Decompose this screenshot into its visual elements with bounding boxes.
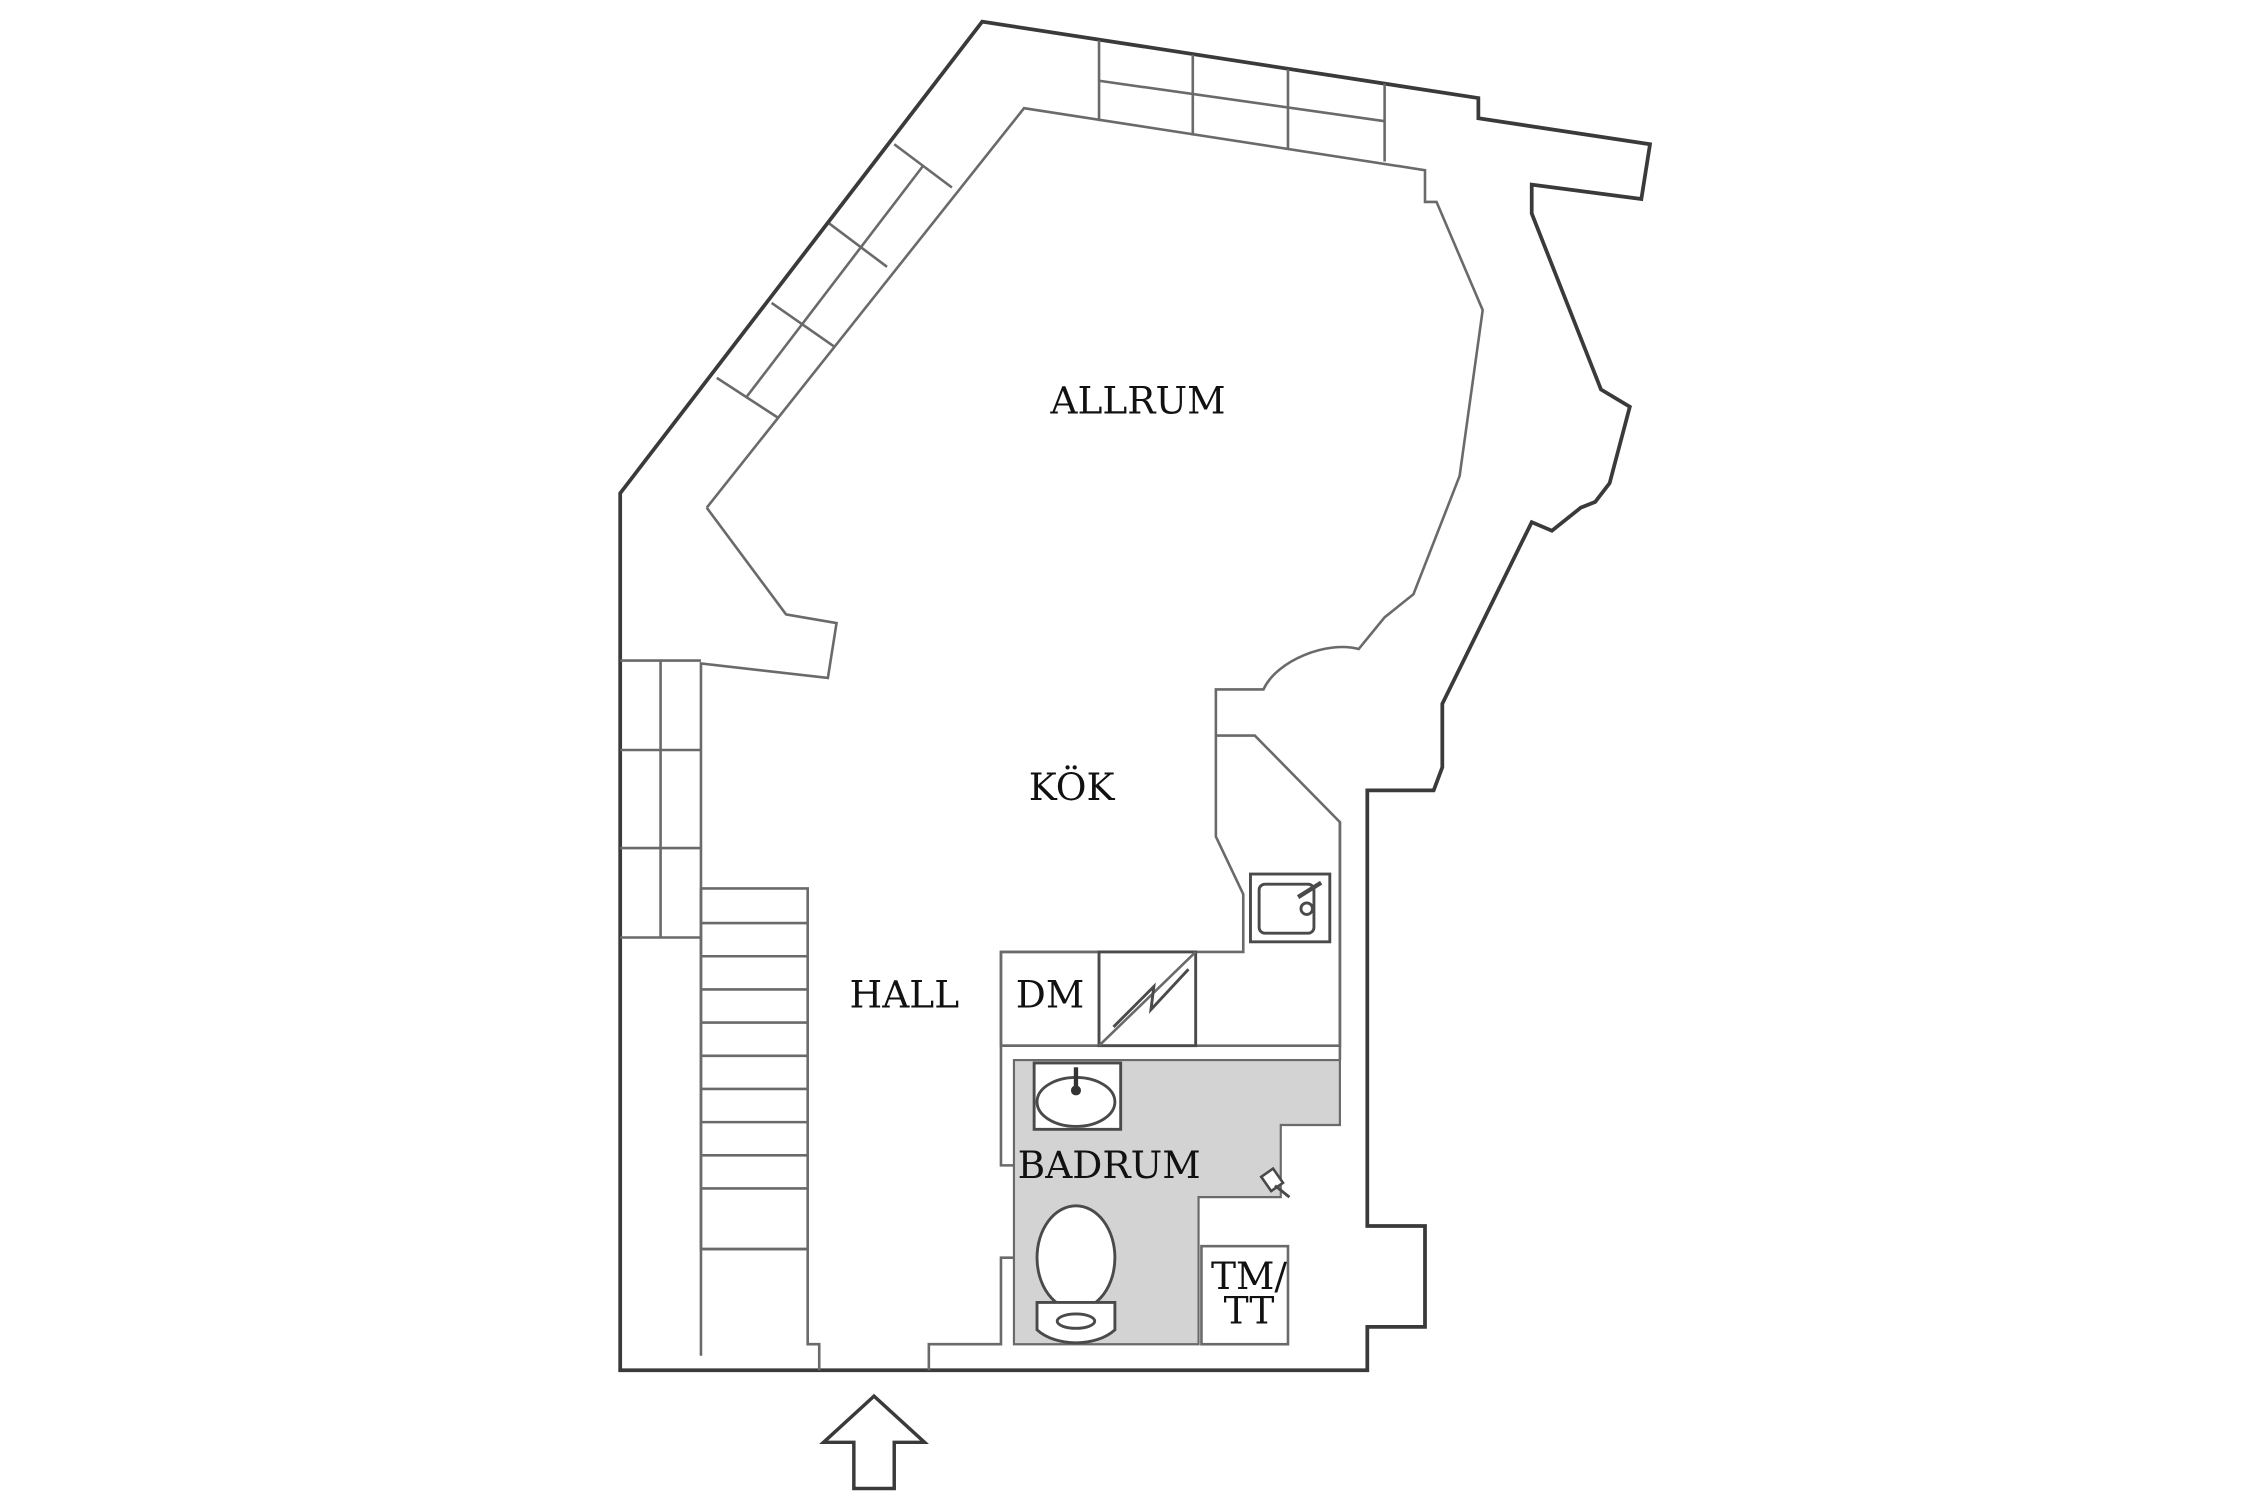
shower-valve-icon (1259, 1166, 1291, 1199)
inner-wall-left (699, 506, 839, 1356)
inner-wall (705, 106, 1485, 1167)
room-label-badrum: BADRUM (1018, 1143, 1201, 1187)
top-windows (1097, 40, 1386, 162)
room-label-tm-line2: TT (1224, 1288, 1275, 1332)
room-label-kok: KÖK (1029, 765, 1116, 809)
entrance-arrow-icon (819, 1393, 929, 1491)
toilet-icon (1035, 1204, 1117, 1345)
faucet-icon (1296, 880, 1323, 899)
room-label-allrum: ALLRUM (1049, 378, 1225, 422)
room-label-tm-line1: TM/ (1211, 1254, 1287, 1298)
left-windows (620, 659, 701, 939)
staircase (699, 887, 809, 1251)
hall-partition (700, 1247, 821, 1371)
room-label-hall: HALL (850, 973, 960, 1017)
washbasin-icon (1032, 1061, 1123, 1131)
sink-icon (1249, 872, 1332, 944)
room-label-dm: DM (1016, 973, 1084, 1017)
stove-icon (1097, 950, 1198, 1048)
diagonal-windows (716, 143, 953, 420)
washer-dryer-box (1200, 1244, 1290, 1346)
hall-door-jamb (927, 1256, 1014, 1371)
outer-wall (618, 19, 1653, 1373)
